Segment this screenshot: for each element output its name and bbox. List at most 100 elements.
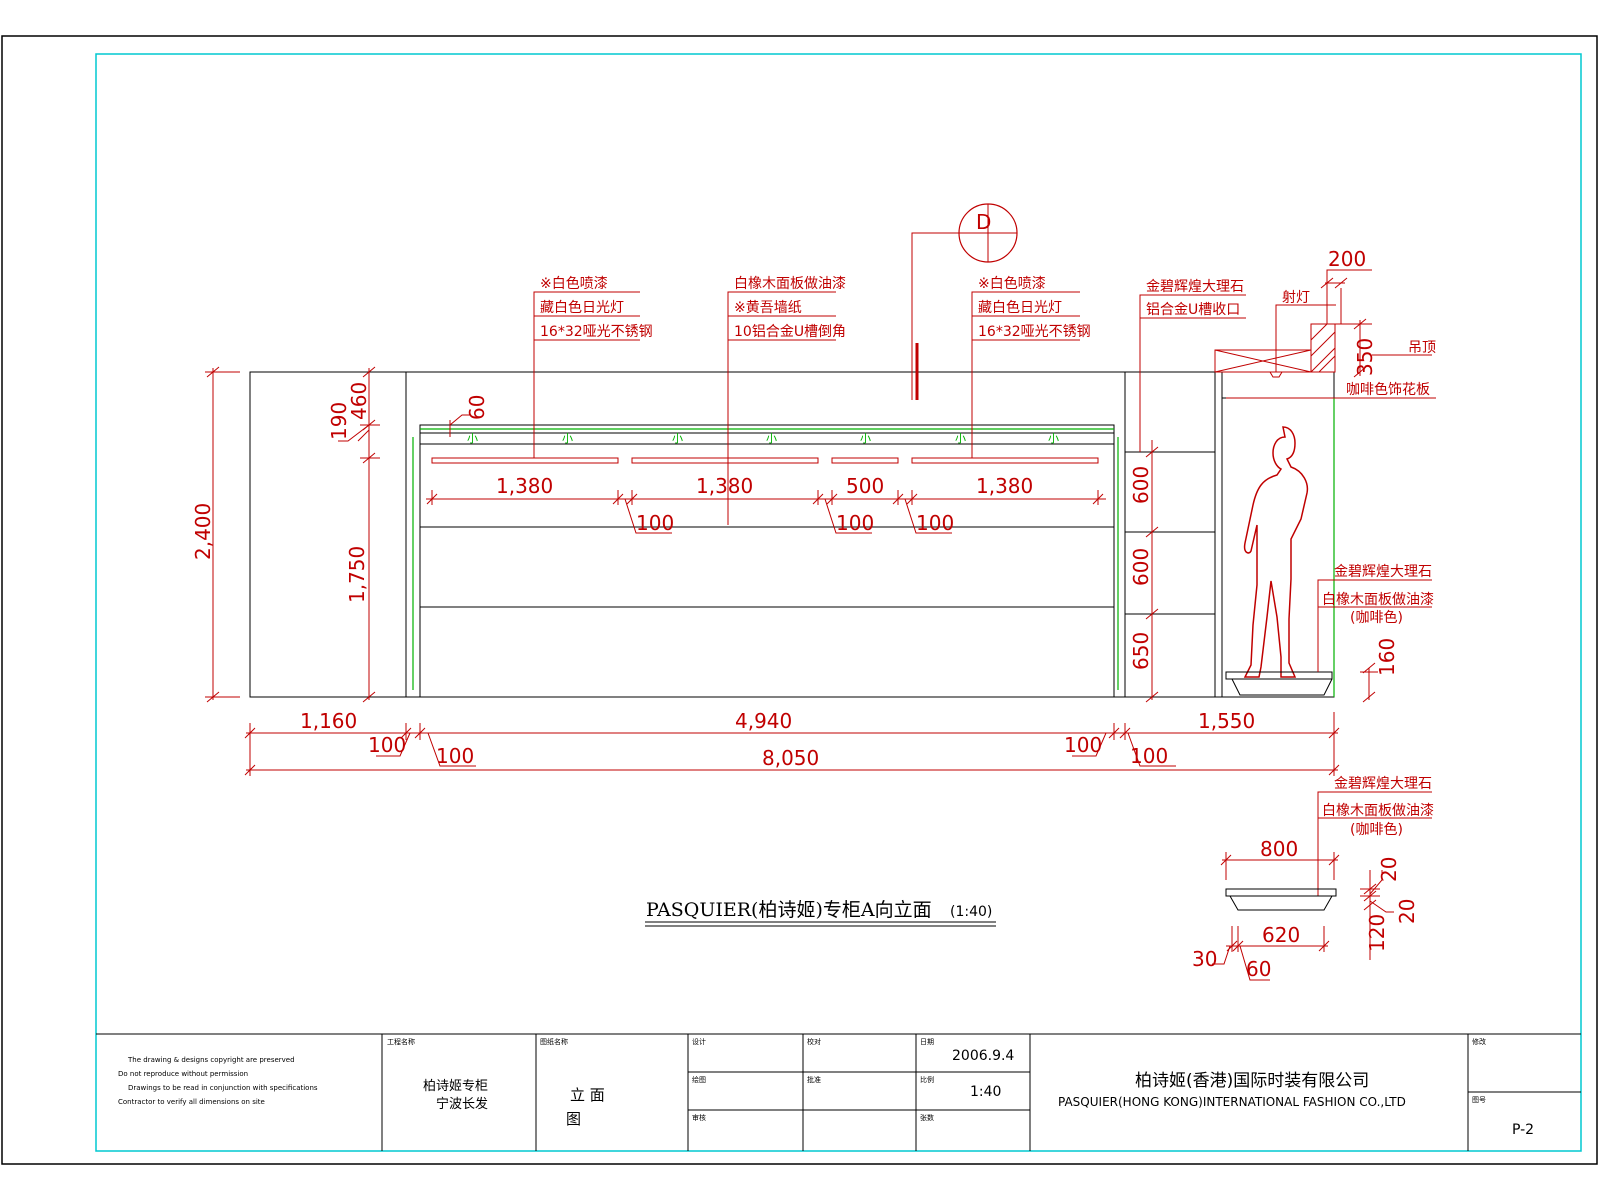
fine-print-2: Do not reproduce without permission (118, 1070, 248, 1078)
svg-text:D: D (976, 210, 991, 234)
dim-100-b: 100 (436, 744, 474, 768)
dim-4940: 4,940 (735, 709, 792, 733)
dim-light-3: 500 (846, 474, 884, 498)
dim-350: 350 (1353, 338, 1377, 376)
dim-30: 30 (1192, 947, 1217, 971)
green-spot-marks: 小小小 小小小 小 (467, 432, 1059, 445)
note-left-2: 藏白色日光灯 (540, 299, 624, 316)
project-name-2: 宁波长发 (436, 1096, 488, 1112)
note-mid-2: ※黄吾墙纸 (734, 299, 802, 316)
note-right-1: ※白色喷漆 (978, 275, 1046, 292)
dim-shelf-650: 650 (1129, 632, 1153, 670)
note-base-3: (咖啡色) (1350, 609, 1403, 626)
note-right-2: 藏白色日光灯 (978, 299, 1062, 316)
dim-light-2: 1,380 (696, 474, 753, 498)
note-right-3: 16*32哑光不锈钢 (978, 324, 1091, 340)
dim-20-a: 20 (1377, 857, 1401, 882)
dim-460: 460 (347, 382, 371, 420)
date-value: 2006.9.4 (952, 1048, 1014, 1064)
dim-800: 800 (1260, 837, 1298, 861)
note-base-1: 金碧辉煌大理石 (1334, 564, 1432, 580)
dim-20-b: 20 (1395, 899, 1419, 924)
company-cn: 柏诗姬(香港)国际时装有限公司 (1135, 1071, 1369, 1091)
dim-100-c: 100 (1064, 733, 1102, 757)
dimension-lines (205, 269, 1378, 776)
svg-text:小: 小 (1048, 432, 1059, 445)
fine-print-4: Contractor to verify all dimensions on s… (118, 1098, 265, 1106)
label-number: 图号 (1472, 1096, 1486, 1104)
dim-1750: 1,750 (345, 546, 369, 603)
dim-1550: 1,550 (1198, 709, 1255, 733)
label-approve: 批准 (807, 1075, 821, 1084)
dim-620: 620 (1262, 923, 1300, 947)
svg-text:小: 小 (955, 432, 966, 445)
note-far-1: 金碧辉煌大理石 (1146, 279, 1244, 295)
label-revision: 修改 (1472, 1037, 1486, 1046)
dim-120: 120 (1365, 914, 1389, 952)
section-marker-D: D (911, 203, 1018, 400)
svg-text:小: 小 (562, 432, 573, 445)
green-accents (412, 398, 1335, 697)
dim-60-detail: 60 (1246, 957, 1271, 981)
note-spot: 射灯 (1282, 290, 1310, 306)
annotation-notes: ※白色喷漆 藏白色日光灯 16*32哑光不锈钢 白橡木面板做油漆 ※黄吾墙纸 1… (540, 275, 1436, 838)
note-mid-1: 白橡木面板做油漆 (734, 276, 846, 292)
project-name-1: 柏诗姬专柜 (423, 1079, 488, 1094)
dim-160: 160 (1375, 638, 1399, 676)
label-design: 设计 (692, 1037, 706, 1046)
dim-1160: 1,160 (300, 709, 357, 733)
drawing-title: PASQUIER(柏诗姬)专柜A向立面 (1:40) (645, 899, 996, 927)
dim-100-a: 100 (368, 733, 406, 757)
fine-print-1: The drawing & designs copyright are pres… (127, 1056, 295, 1064)
note-det-2: 白橡木面板做油漆 (1322, 803, 1434, 819)
label-audit: 审核 (692, 1113, 706, 1122)
note-left-1: ※白色喷漆 (540, 275, 608, 292)
inner-frame (95, 53, 1582, 1152)
sheet-number: P-2 (1512, 1122, 1534, 1138)
note-hang: 吊顶 (1408, 340, 1436, 356)
label-scale: 比例 (920, 1075, 934, 1084)
drawing-name-2: 图 (566, 1110, 581, 1128)
title-block-texts: The drawing & designs copyright are pres… (118, 1037, 1534, 1138)
title-block (96, 1033, 1581, 1151)
svg-text:小: 小 (467, 432, 478, 445)
dim-light-4: 1,380 (976, 474, 1033, 498)
note-det-1: 金碧辉煌大理石 (1334, 776, 1432, 792)
note-base-2: 白橡木面板做油漆 (1322, 592, 1434, 608)
label-draw: 绘图 (692, 1075, 706, 1084)
dim-8050: 8,050 (762, 746, 819, 770)
fine-print-3: Drawings to be read in conjunction with … (128, 1084, 318, 1092)
dim-2400: 2,400 (191, 503, 215, 560)
svg-text:小: 小 (860, 432, 871, 445)
drawing-title-text: PASQUIER(柏诗姬)专柜A向立面 (646, 899, 932, 921)
company-en: PASQUIER(HONG KONG)INTERNATIONAL FASHION… (1058, 1095, 1406, 1109)
base-detail-dims (1212, 852, 1394, 981)
dim-shelf-600b: 600 (1129, 548, 1153, 586)
dim-200: 200 (1328, 247, 1366, 271)
project-label: 工程名称 (387, 1037, 415, 1046)
drawing-title-scale: (1:40) (950, 904, 992, 920)
label-check: 校对 (807, 1037, 821, 1046)
leader-lines (533, 291, 1436, 896)
scale-value: 1:40 (970, 1084, 1001, 1100)
dim-gap-3: 100 (916, 511, 954, 535)
dim-shelf-600a: 600 (1129, 466, 1153, 504)
drawing-name-1: 立 面 (570, 1086, 605, 1104)
dim-gap-2: 100 (836, 511, 874, 535)
mannequin-figure (1243, 426, 1309, 678)
note-ceiling: 咖啡色饰花板 (1346, 381, 1430, 398)
note-det-3: (咖啡色) (1350, 821, 1403, 838)
note-left-3: 16*32哑光不锈钢 (540, 324, 653, 340)
dim-100-d: 100 (1130, 744, 1168, 768)
label-date: 日期 (920, 1038, 934, 1046)
svg-text:小: 小 (672, 432, 683, 445)
dim-60: 60 (465, 395, 489, 420)
dimension-texts: 2,400 190 460 60 1,750 1,380 1,380 500 1… (191, 247, 1399, 770)
display-stage (1225, 671, 1333, 696)
note-mid-3: 10铝合金U槽倒角 (734, 324, 846, 340)
label-sheets: 张数 (920, 1113, 934, 1122)
light-bars (431, 457, 1099, 464)
svg-text:小: 小 (766, 432, 777, 445)
dim-gap-1: 100 (636, 511, 674, 535)
